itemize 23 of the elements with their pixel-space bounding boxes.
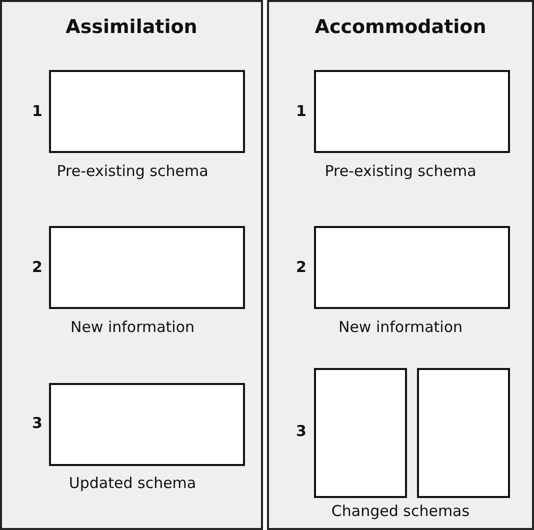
- panel-title: Accommodation: [314, 16, 488, 38]
- empty-box: [314, 226, 510, 309]
- panel-title: Assimilation: [64, 16, 198, 38]
- step-number: 1: [32, 102, 42, 120]
- empty-box: [49, 226, 245, 309]
- step-number: 2: [296, 258, 306, 276]
- empty-box: [314, 368, 407, 498]
- step-number: 3: [32, 414, 42, 432]
- empty-box: [49, 383, 245, 466]
- box-caption: Pre-existing schema: [56, 162, 210, 180]
- step-number: 2: [32, 258, 42, 276]
- box-caption: Changed schemas: [330, 502, 471, 520]
- panel-background: [267, 0, 534, 530]
- panel-background: [0, 0, 263, 530]
- empty-box: [417, 368, 510, 498]
- box-caption: New information: [337, 318, 464, 336]
- box-caption: New information: [69, 318, 196, 336]
- empty-box: [49, 70, 245, 153]
- step-number: 1: [296, 102, 306, 120]
- step-number: 3: [296, 422, 306, 440]
- empty-box: [314, 70, 510, 153]
- box-caption: Updated schema: [68, 474, 198, 492]
- box-caption: Pre-existing schema: [324, 162, 478, 180]
